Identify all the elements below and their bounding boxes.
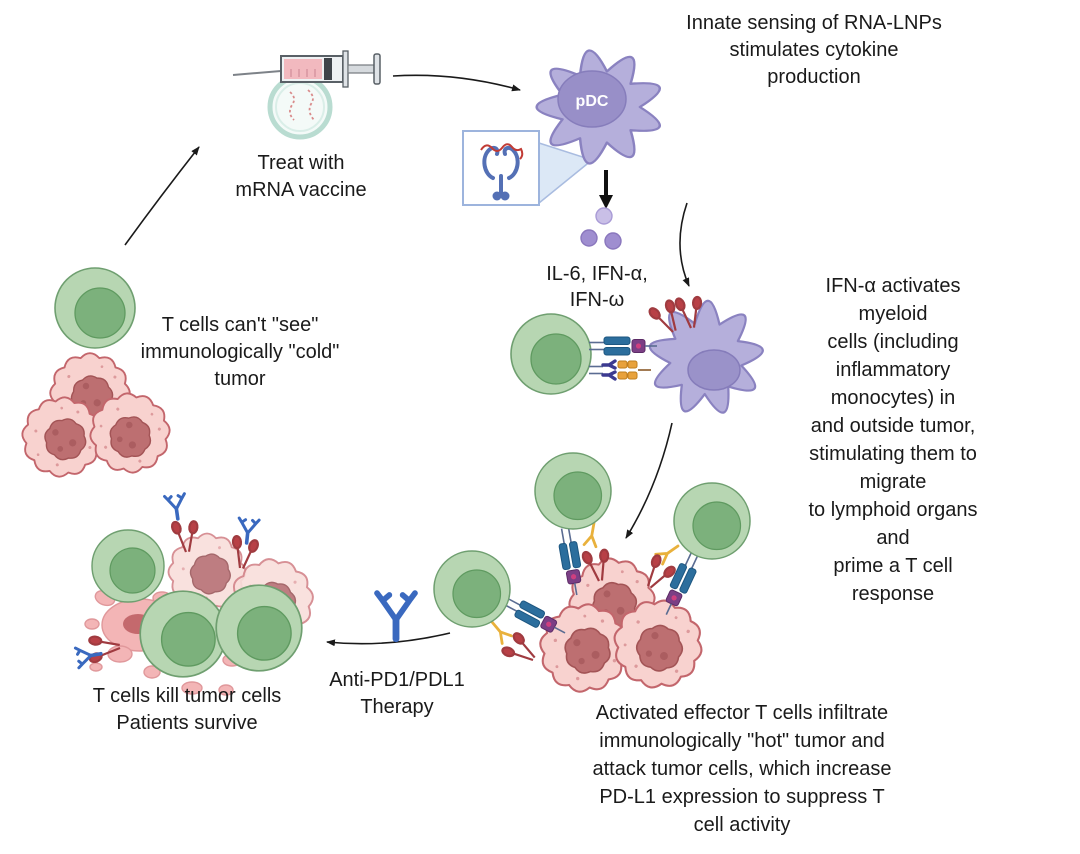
- pdc-label: pDC: [576, 93, 609, 110]
- anti-pd1-antibody: [162, 491, 190, 523]
- arrow-cold-to-vaccine: [124, 146, 200, 246]
- rna-strand-icon: [480, 143, 524, 160]
- killer-t-cell: [215, 584, 303, 672]
- tlr-inset-box: [462, 130, 540, 206]
- arrow-hot-tumor-to-therapy: [326, 632, 451, 647]
- killer-t-cell: [91, 529, 165, 603]
- pdc-nucleus: [557, 70, 627, 128]
- label-cold-tumor: T cells can't "see" immunologically "col…: [140, 314, 340, 390]
- label-treat-vaccine: Treat with mRNA vaccine: [235, 152, 367, 201]
- costim-receptor: [587, 359, 653, 381]
- arrow-cytokine-to-myeloid: [679, 202, 690, 287]
- tcell-myeloid-synapse: [510, 289, 772, 426]
- killer-t-cell: [139, 590, 227, 678]
- cold-t-cell: [54, 267, 136, 349]
- cytokine-particles: [580, 207, 622, 250]
- arrow-myeloid-to-hot-tumor: [625, 422, 673, 539]
- mrna-strands: [289, 89, 315, 121]
- tcr-mhc-receptor: [588, 336, 658, 356]
- myeloid-nucleus: [687, 349, 741, 391]
- label-innate-sensing: Innate sensing of RNA-LNPs stimulates cy…: [686, 12, 942, 88]
- label-therapy: Anti-PD1/PDL1 Therapy: [329, 669, 465, 718]
- effector-t-cell: [534, 452, 612, 530]
- needle: [232, 70, 282, 76]
- label-hot-tumor: Activated effector T cells infiltrate im…: [592, 702, 892, 836]
- cycle-arrows: [124, 74, 690, 647]
- hot-tumor-group: [433, 452, 751, 702]
- mrna-vaccine-syringe: [232, 50, 381, 140]
- t-cell: [510, 313, 592, 395]
- arrow-vaccine-to-pdc: [392, 74, 521, 92]
- cytokine-secretion-arrow: [599, 170, 613, 209]
- effector-t-cell: [673, 482, 751, 560]
- label-kill-survive: T cells kill tumor cells Patients surviv…: [92, 685, 282, 734]
- tumor-killing-group: [73, 491, 320, 696]
- pdc-group: pDC: [462, 49, 662, 250]
- effector-t-cell: [433, 550, 511, 628]
- label-myeloid-activation: IFN-α activates myeloid cells (including…: [808, 275, 978, 605]
- lnp-circle: [267, 74, 333, 140]
- therapy-antibody-icon: [377, 593, 415, 639]
- label-cytokines: IL-6, IFN-α, IFN-ω: [546, 263, 648, 311]
- tlr-receptor-icon: [482, 145, 520, 195]
- pd-l1-receptor: [498, 628, 543, 672]
